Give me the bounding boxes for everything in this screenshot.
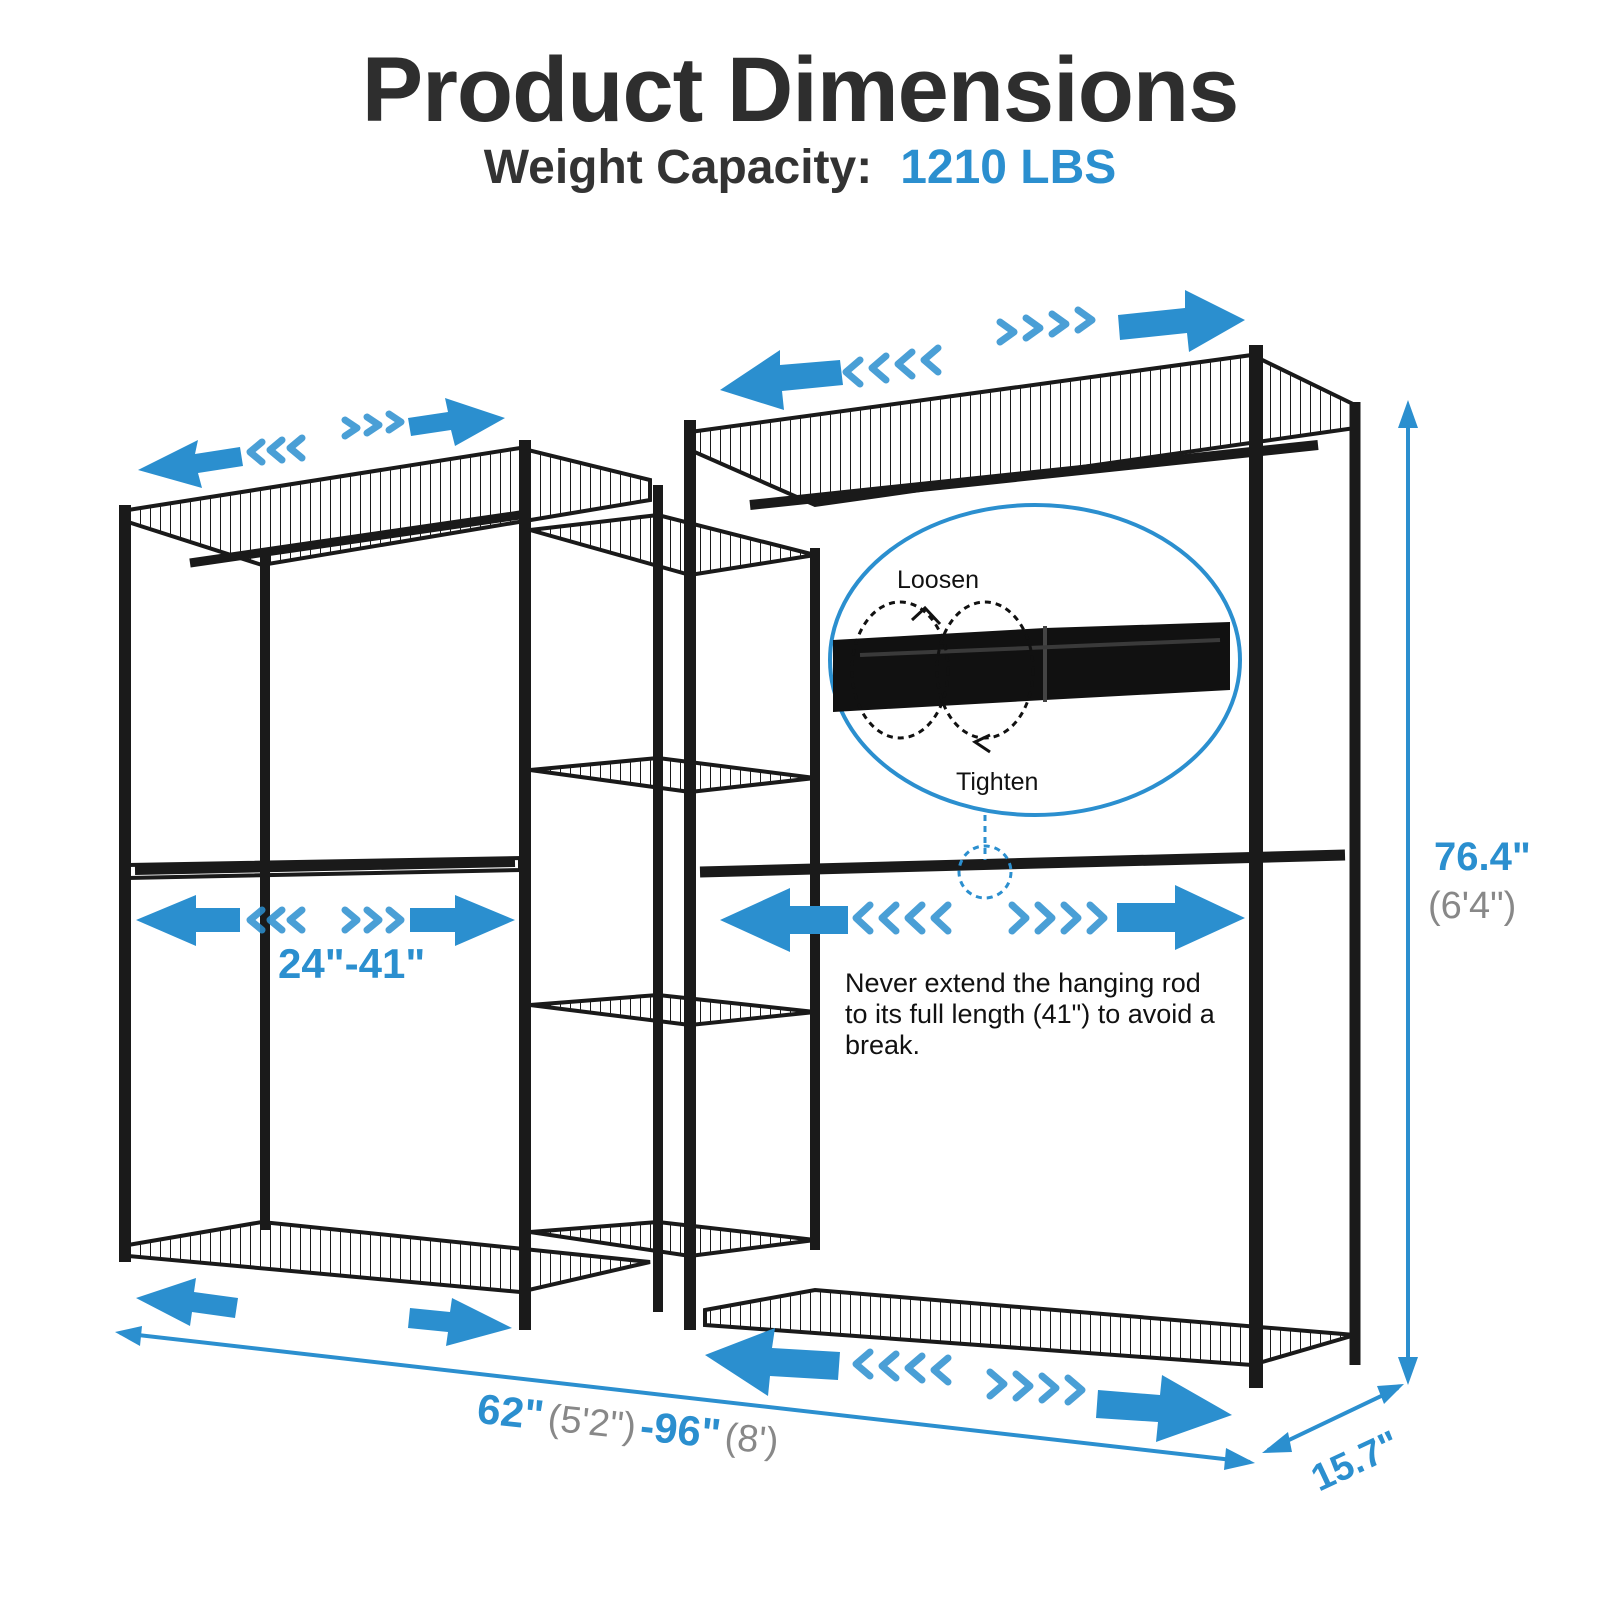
tighten-label: Tighten (956, 768, 1039, 796)
right-mid-arrow-left (720, 888, 848, 952)
left-hanging-rod (134, 857, 516, 875)
right-rack-unit (688, 345, 1361, 1388)
rod-warning-note: Never extend the hanging rod to its full… (845, 968, 1215, 1060)
right-top-arrow-right (1118, 290, 1245, 352)
width-max-label: 96" (651, 1403, 724, 1458)
right-top-arrow-left (720, 350, 843, 410)
left-rack-unit (119, 440, 663, 1330)
right-hanging-rod (699, 849, 1346, 878)
width-max-alt-label: (8') (722, 1415, 781, 1464)
callout-target-circle (957, 844, 1013, 900)
left-mid-arrow-right (410, 895, 515, 946)
right-bottom-shelf (703, 1287, 1356, 1368)
width-min-label: 62" (475, 1385, 547, 1439)
tighten-arrow-icon (971, 733, 991, 754)
left-top-arrow-left (138, 440, 243, 488)
loosen-arrow-icon (910, 605, 942, 626)
left-bottom-arrow-left (136, 1278, 238, 1326)
right-mid-arrow-right (1117, 885, 1245, 950)
weight-capacity: Weight Capacity: 1210 LBS (0, 140, 1600, 195)
adjustment-arrows (136, 290, 1245, 1442)
weight-capacity-label: Weight Capacity: (483, 141, 873, 194)
middle-shelf-tower (529, 420, 820, 1330)
weight-capacity-value: 1210 LBS (900, 141, 1117, 194)
width-line (119, 1331, 1251, 1464)
left-mid-arrow-left (136, 895, 240, 946)
width-min-alt-label: (5'2") (545, 1397, 639, 1449)
left-top-arrow-right (408, 398, 505, 446)
left-bottom-arrow-right (408, 1298, 512, 1346)
depth-line (1267, 1386, 1399, 1452)
arrow-chevrons (246, 306, 1108, 1406)
right-bottom-arrow-right (1096, 1375, 1232, 1442)
dimension-lines (115, 400, 1418, 1470)
height-label: 76.4" (1434, 835, 1531, 879)
height-alt-label: (6'4") (1428, 885, 1517, 927)
loosen-label: Loosen (897, 566, 980, 594)
rod-adjust-callout (828, 503, 1242, 900)
rod-range-label: 24"-41" (278, 940, 426, 987)
page-title: Product Dimensions (361, 39, 1240, 141)
right-bottom-arrow-left (705, 1328, 840, 1396)
